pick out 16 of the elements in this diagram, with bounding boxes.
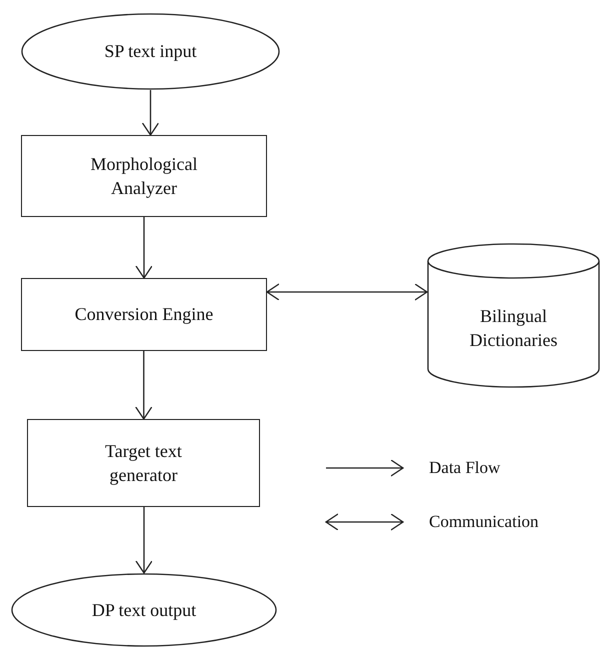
node-label: Morphological Analyzer <box>90 152 198 200</box>
process-box <box>27 419 260 507</box>
arrow <box>135 351 152 420</box>
node-label: Target text generator <box>104 440 183 487</box>
arrow <box>142 90 160 136</box>
arrow <box>135 507 153 574</box>
legend-label: Communication <box>429 512 539 532</box>
arrow <box>135 217 153 279</box>
double-arrow <box>266 283 428 301</box>
legend-label: Data Flow <box>429 458 500 478</box>
node-label: Bilingual Dictionaries <box>468 304 558 352</box>
node-label: Conversion Engine <box>74 303 214 326</box>
node-label: SP text input <box>103 40 198 64</box>
process-box <box>21 278 267 351</box>
node-label: DP text output <box>90 598 198 622</box>
process-box <box>21 135 267 217</box>
